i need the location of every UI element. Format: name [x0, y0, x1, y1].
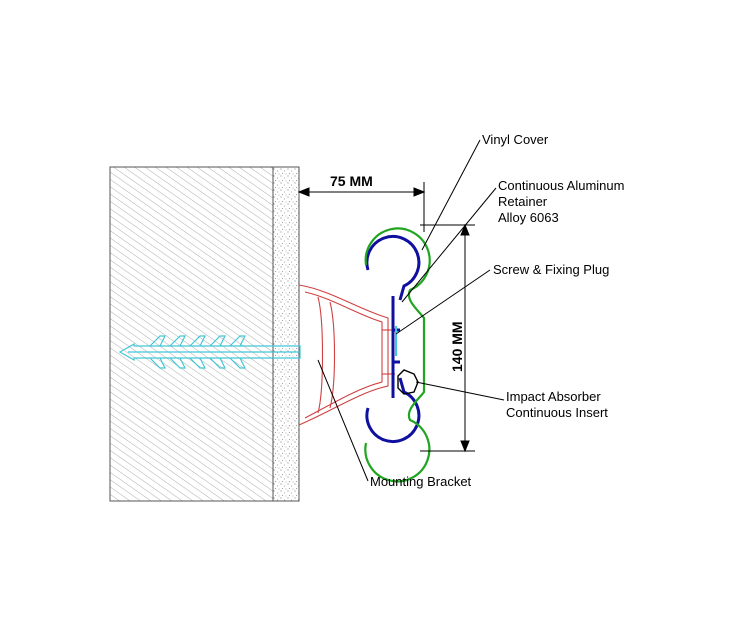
- mounting-bracket: [298, 284, 395, 426]
- label-impact-absorber-line-2: Continuous Insert: [506, 405, 608, 420]
- screw-fixing-plug: [118, 335, 301, 369]
- label-screw-plug: Screw & Fixing Plug: [493, 262, 609, 277]
- vinyl-cover: [364, 227, 431, 483]
- leader-retainer: [401, 187, 497, 303]
- leader-screw-plug: [395, 269, 491, 335]
- dimension-width-label: 75 MM: [330, 173, 373, 189]
- wall-section: [109, 166, 274, 502]
- impact-absorber-insert: [397, 369, 419, 395]
- plaster-layer: [272, 166, 300, 502]
- leader-impact-absorber: [415, 381, 505, 401]
- dimension-140mm: [420, 223, 475, 453]
- dimension-height-label: 140 MM: [449, 321, 465, 372]
- leader-vinyl-cover: [421, 139, 481, 251]
- dimension-75mm: [297, 182, 426, 232]
- leader-lines: [317, 139, 505, 482]
- label-mounting-bracket: Mounting Bracket: [370, 474, 472, 489]
- leader-mounting-bracket: [317, 359, 369, 482]
- label-vinyl-cover: Vinyl Cover: [482, 132, 549, 147]
- label-retainer-line-2: Retainer: [498, 194, 548, 209]
- label-impact-absorber-line-1: Impact Absorber: [506, 389, 601, 404]
- aluminum-retainer: [365, 235, 421, 443]
- label-retainer-line-1: Continuous Aluminum: [498, 178, 624, 193]
- label-retainer-line-3: Alloy 6063: [498, 210, 559, 225]
